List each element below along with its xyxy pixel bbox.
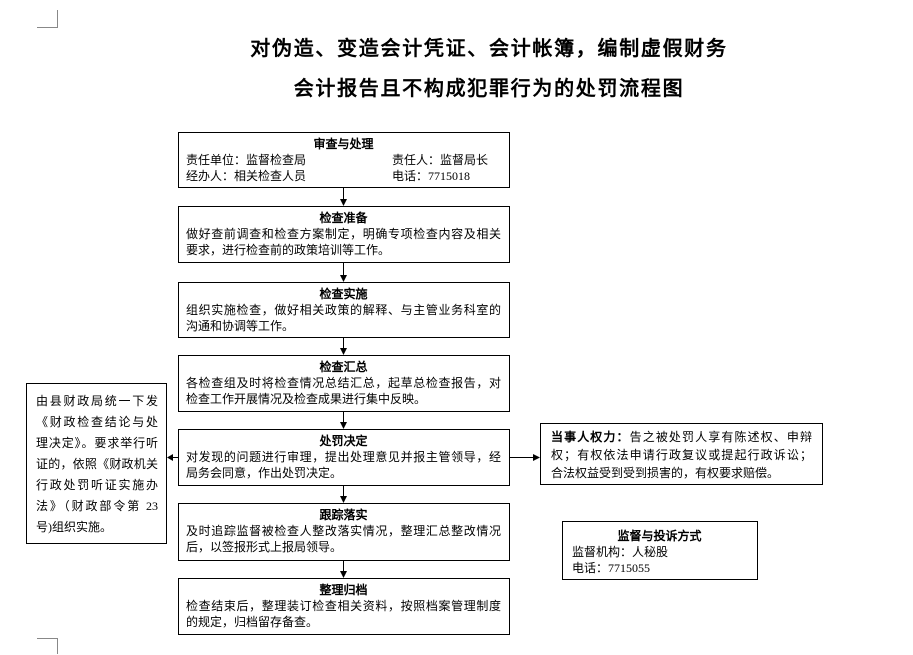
step-text-line: 检查结束后，整理装订检查相关资料，按照档案管理制度 <box>186 599 501 613</box>
step-follow-up: 跟踪落实 及时追踪监督被检查人整改落实情况，整理汇总整改情况 后，以签报形式上报… <box>178 503 510 561</box>
page-title-line-2: 会计报告且不构成犯罪行为的处罚流程图 <box>293 76 685 100</box>
note-text-line: 号)组织实施。 <box>36 520 112 534</box>
step-inspection-preparation: 检查准备 做好查前调查和检查方案制定，明确专项检查内容及相关 要求，进行检查前的… <box>178 206 510 263</box>
step-review-handling: 审查与处理 责任单位：监督检查局 责任人：监督局长 经办人：相关检查人员 电话：… <box>178 132 510 188</box>
step-text-line: 的规定，归档留存备查。 <box>186 615 319 629</box>
supervision-complaint-box: 监督与投诉方式 监督机构：人秘股 电话：7715055 <box>562 521 758 580</box>
supervising-agency: 监督机构：人秘股 <box>572 545 669 559</box>
rights-line: 当事人权力：告之被处罚人享有陈述权、申辩 <box>551 428 812 446</box>
hearing-procedure-note: 由县财政局统一下发 《财政检查结论与处 理决定》。要求举行听 证的，依照《财政机… <box>26 383 167 544</box>
rights-label: 当事人权力： <box>551 430 630 444</box>
step-title: 处罚决定 <box>319 434 368 448</box>
step-text-line: 沟通和协调等工作。 <box>186 319 295 333</box>
responsible-unit: 责任单位：监督检查局 <box>186 153 307 167</box>
arrow-preparation-to-implementation <box>340 263 347 282</box>
rights-line: 合法权益受到受到损害的，有权要求赔偿。 <box>551 466 780 480</box>
step-title: 整理归档 <box>319 583 368 597</box>
step-title: 审查与处理 <box>313 137 374 151</box>
step-text-line: 要求，进行检查前的政策培训等工作。 <box>186 243 391 257</box>
responsible-person: 责任人：监督局长 <box>392 153 489 167</box>
arrow-decision-to-follow-up <box>340 486 347 503</box>
handler: 经办人：相关检查人员 <box>186 169 307 183</box>
step-text-line: 对发现的问题进行审理，提出处理意见并报主管领导，经 <box>186 450 501 464</box>
step-text-line: 组织实施检查，做好相关政策的解释、与主管业务科室的 <box>186 303 501 317</box>
step-title: 检查准备 <box>319 211 368 225</box>
arrow-decision-to-hearing-note <box>167 454 178 461</box>
arrow-implementation-to-summary <box>340 338 347 355</box>
step-title: 检查实施 <box>319 287 368 301</box>
note-text-line: 理决定》。要求举行听 <box>36 436 158 450</box>
party-rights-note: 当事人权力：告之被处罚人享有陈述权、申辩 权；有权依法申请行政复议或提起行政诉讼… <box>540 423 823 485</box>
arrow-follow-up-to-archive <box>340 561 347 578</box>
rights-text: 告之被处罚人享有陈述权、申辩 <box>629 430 812 444</box>
step-inspection-implementation: 检查实施 组织实施检查，做好相关政策的解释、与主管业务科室的 沟通和协调等工作。 <box>178 282 510 338</box>
step-text-line: 局务会同意，作出处罚决定。 <box>186 466 343 480</box>
handler-row: 经办人：相关检查人员 电话：7715018 <box>186 168 501 184</box>
rights-line: 权；有权依法申请行政复议或提起行政诉讼； <box>551 448 812 462</box>
responsibility-row: 责任单位：监督检查局 责任人：监督局长 <box>186 152 501 168</box>
step-archiving: 整理归档 检查结束后，整理装订检查相关资料，按照档案管理制度 的规定，归档留存备… <box>178 578 510 635</box>
crop-mark-bottom-left <box>37 638 58 654</box>
phone-number: 电话：7715018 <box>392 169 471 183</box>
step-title: 跟踪落实 <box>319 508 368 522</box>
arrow-review-to-preparation <box>340 188 347 206</box>
contact-title: 监督与投诉方式 <box>617 529 702 543</box>
note-text-line: 《财政检查结论与处 <box>36 415 158 429</box>
note-text-line: 行政处罚听证实施办 <box>36 478 158 492</box>
step-text-line: 做好查前调查和检查方案制定，明确专项检查内容及相关 <box>186 227 501 241</box>
arrow-summary-to-decision <box>340 412 347 429</box>
step-text-line: 后，以签报形式上报局领导。 <box>186 540 343 554</box>
step-text-line: 检查工作开展情况及检查成果进行集中反映。 <box>186 392 427 406</box>
page-title-line-1: 对伪造、变造会计凭证、会计帐簿，编制虚假财务 <box>250 36 728 60</box>
step-text-line: 及时追踪监督被检查人整改落实情况，整理汇总整改情况 <box>186 524 501 538</box>
crop-mark-top-left <box>37 10 58 28</box>
step-title: 检查汇总 <box>319 360 368 374</box>
note-text-line: 证的，依照《财政机关 <box>36 457 158 471</box>
contact-phone: 电话：7715055 <box>572 561 651 575</box>
step-penalty-decision: 处罚决定 对发现的问题进行审理，提出处理意见并报主管领导，经 局务会同意，作出处… <box>178 429 510 486</box>
note-text-line: 由县财政局统一下发 <box>36 394 158 408</box>
step-inspection-summary: 检查汇总 各检查组及时将检查情况总结汇总，起草总检查报告，对 检查工作开展情况及… <box>178 355 510 412</box>
note-text-line: 法》（财政部令第 23 <box>36 499 158 513</box>
step-text-line: 各检查组及时将检查情况总结汇总，起草总检查报告，对 <box>186 376 501 390</box>
arrow-decision-to-rights-note <box>510 454 540 461</box>
